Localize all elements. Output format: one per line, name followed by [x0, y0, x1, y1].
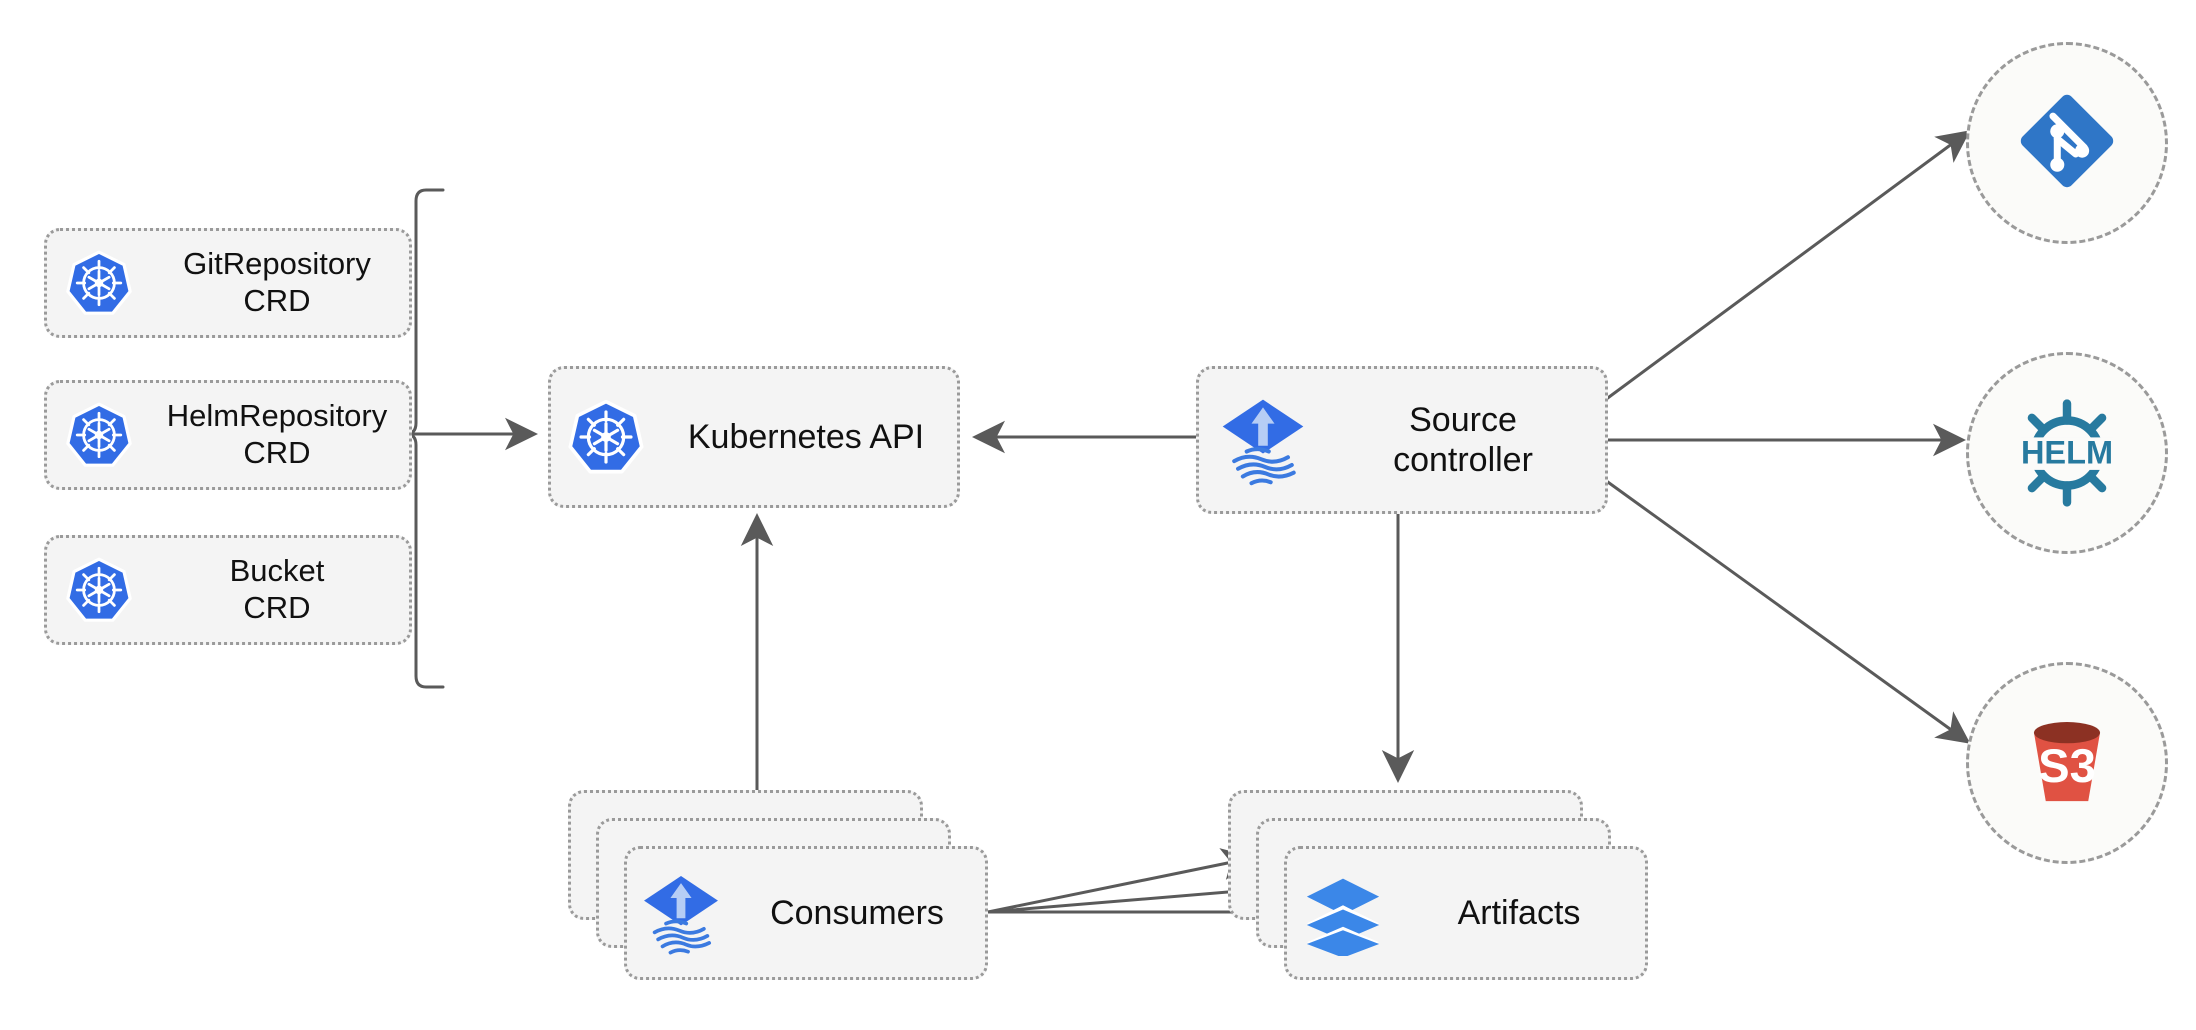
card-label: Bucket CRD: [229, 553, 325, 625]
card-consumers[interactable]: Consumers: [624, 846, 988, 980]
edge-consumers-to-artifacts-1: [987, 848, 1255, 914]
git-icon: [2013, 87, 2121, 200]
kubernetes-icon: [551, 398, 661, 476]
card-label: Source controller: [1393, 400, 1533, 479]
stack-consumers: Consumers: [568, 790, 988, 980]
circle-s3[interactable]: S3: [1966, 662, 2168, 864]
kubernetes-icon: [47, 556, 151, 624]
card-artifacts[interactable]: Artifacts: [1284, 846, 1648, 980]
edge-source-to-s3: [1604, 478, 1971, 744]
layers-icon: [1287, 870, 1399, 956]
flux-icon: [1199, 392, 1327, 488]
card-label: Kubernetes API: [687, 417, 925, 456]
kubernetes-icon: [47, 401, 151, 469]
edge-source-to-git: [1604, 130, 1971, 402]
circle-git[interactable]: [1966, 42, 2168, 244]
s3-label: S3: [2038, 740, 2096, 793]
stack-artifacts: Artifacts: [1228, 790, 1648, 980]
card-bucket-crd[interactable]: Bucket CRD: [44, 535, 412, 645]
card-gitrepository-crd[interactable]: GitRepository CRD: [44, 228, 412, 338]
helm-label: HELM: [2021, 434, 2113, 470]
card-kubernetes-api[interactable]: Kubernetes API: [548, 366, 960, 508]
card-label: Artifacts: [1457, 893, 1581, 932]
card-label: GitRepository CRD: [183, 246, 371, 318]
flux-icon: [627, 869, 735, 957]
card-label: HelmRepository CRD: [166, 398, 388, 470]
helm-icon: HELM: [2002, 388, 2132, 518]
card-label: Consumers: [770, 893, 944, 932]
card-source-controller[interactable]: Source controller: [1196, 366, 1608, 514]
s3-icon: S3: [2008, 702, 2126, 825]
card-helmrepository-crd[interactable]: HelmRepository CRD: [44, 380, 412, 490]
circle-helm[interactable]: HELM: [1966, 352, 2168, 554]
kubernetes-icon: [47, 249, 151, 317]
